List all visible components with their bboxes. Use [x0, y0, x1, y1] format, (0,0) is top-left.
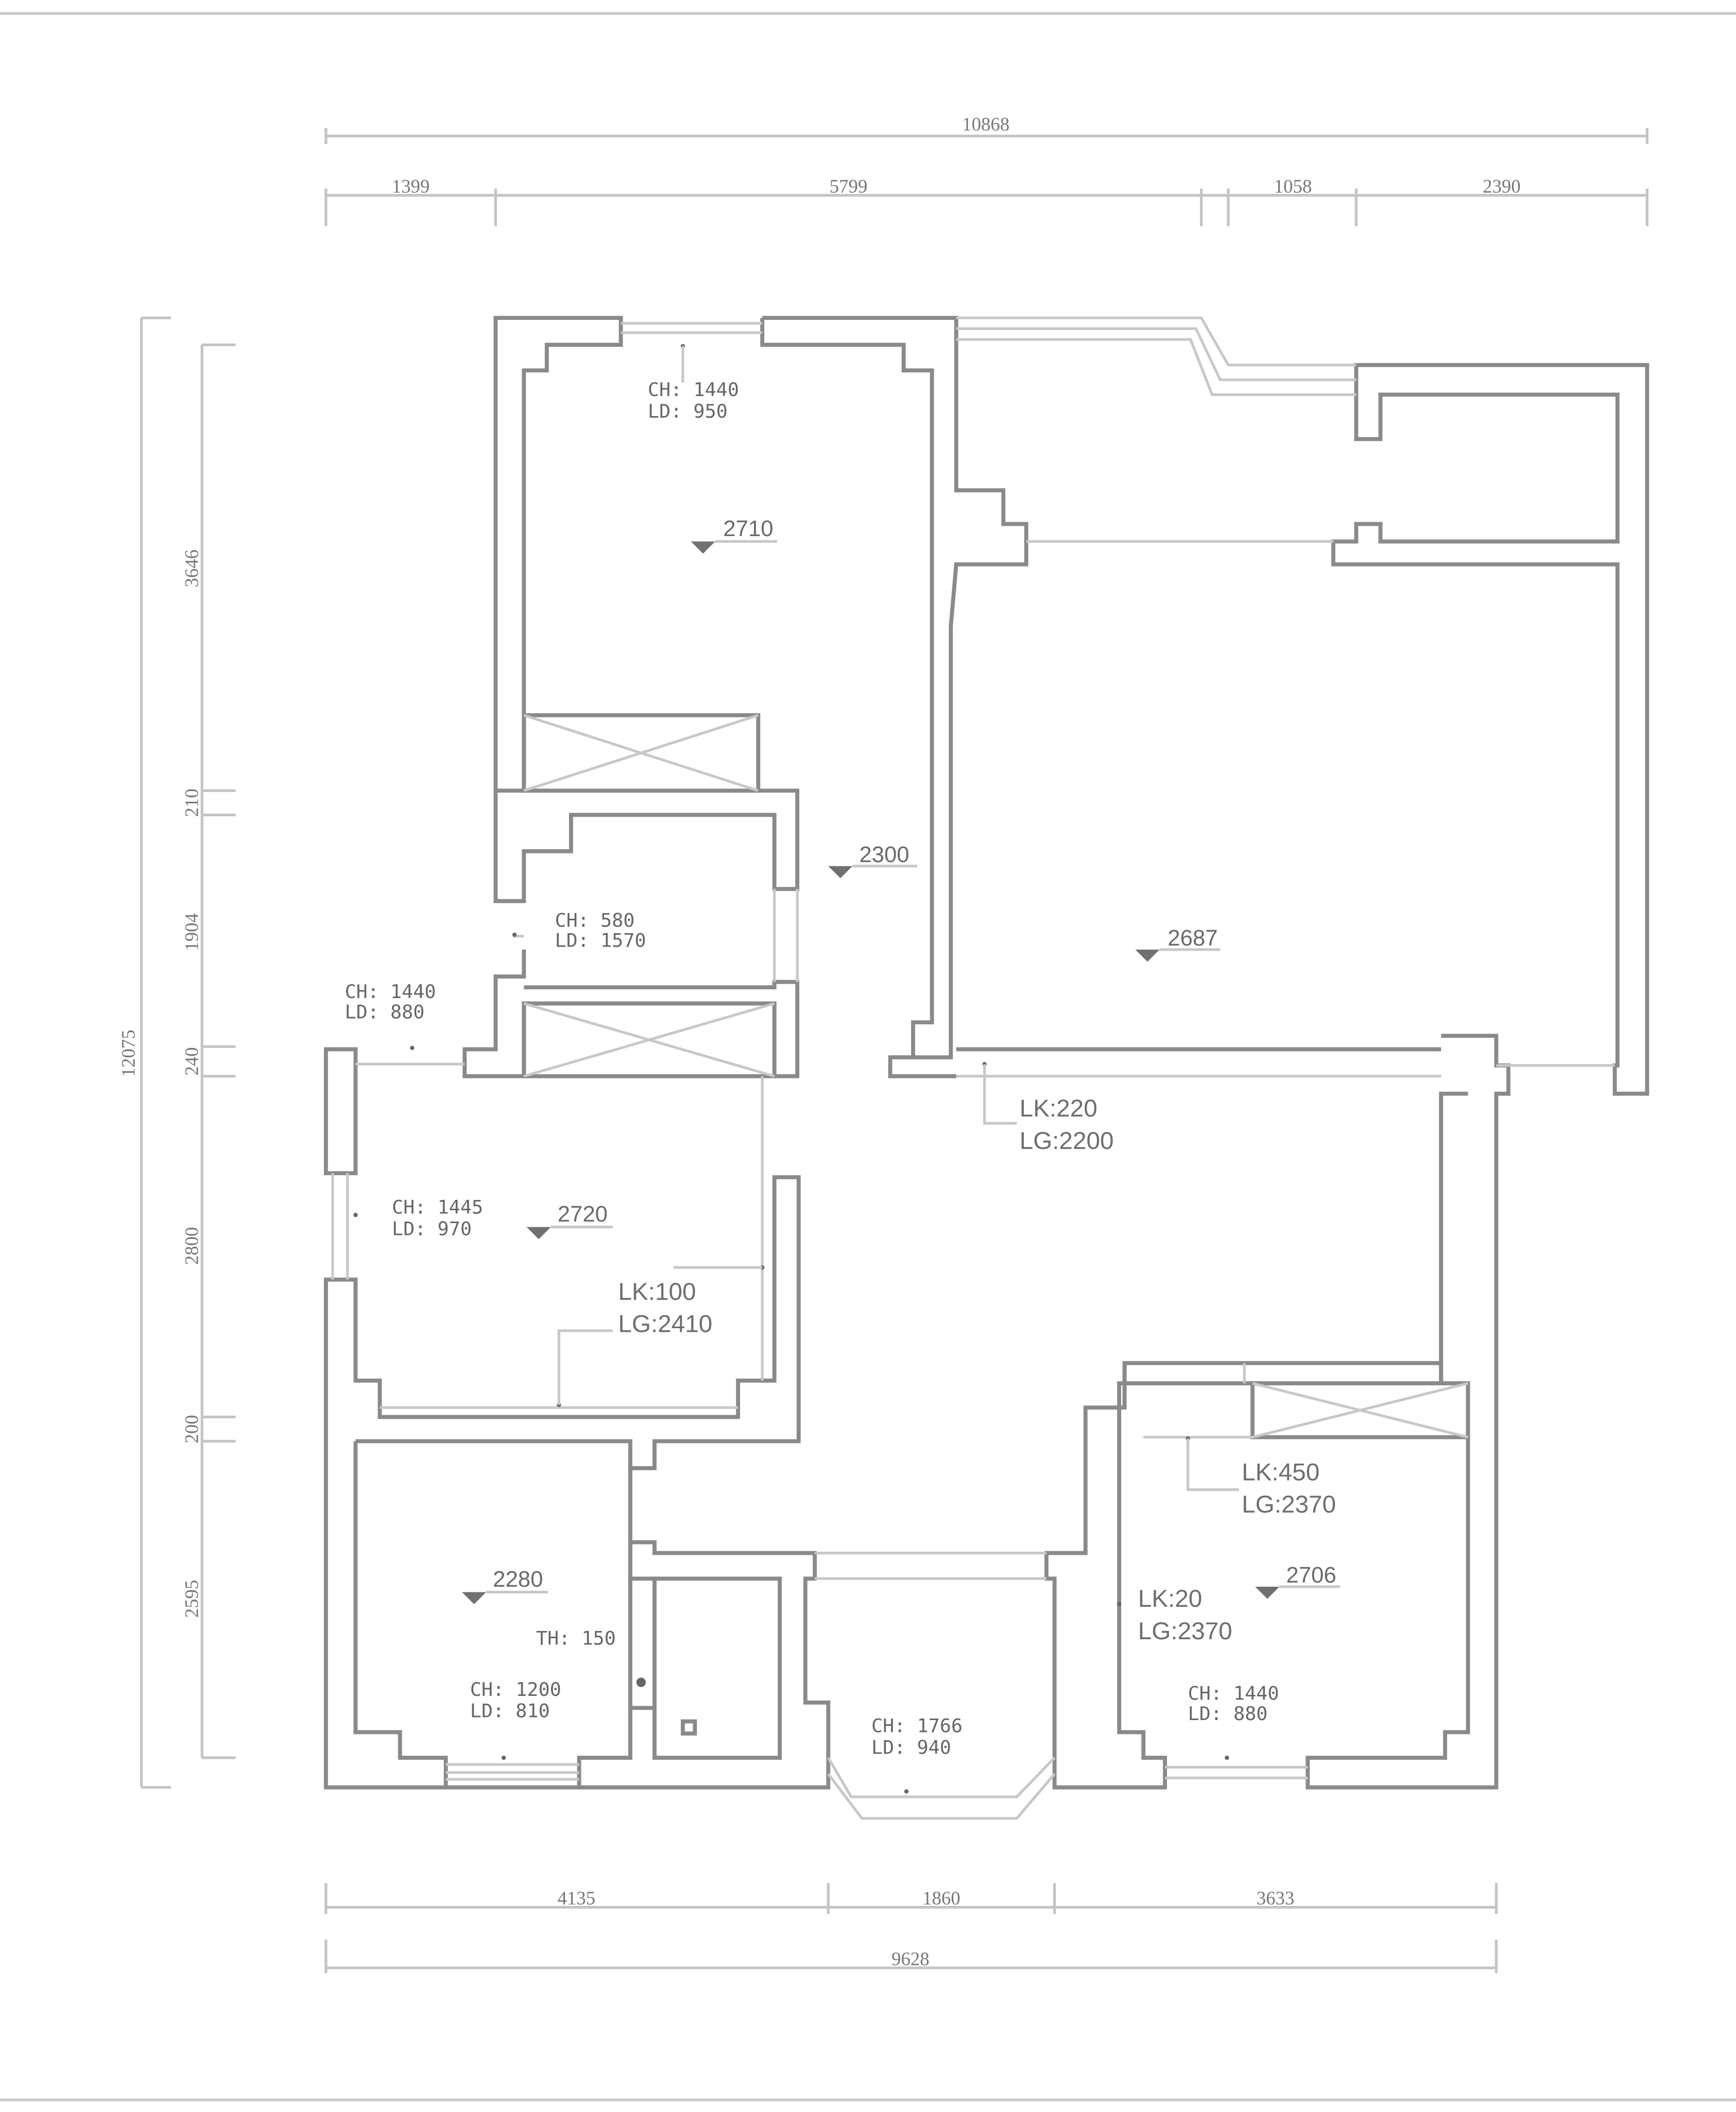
dim-left-3: 1904	[181, 913, 202, 951]
light-2-lg: LG:2410	[618, 1311, 712, 1338]
marker-2300	[828, 866, 853, 879]
walls	[323, 316, 1649, 1820]
height-bottom-left-room: 2280	[493, 1567, 543, 1592]
top-dimension-lines	[324, 128, 1649, 227]
light-4-lk: LK:20	[1138, 1585, 1202, 1612]
marker-2720	[526, 1227, 551, 1240]
dim-left-2: 210	[181, 788, 202, 817]
marker-2280	[462, 1592, 487, 1604]
window-small-ld: LD: 1570	[555, 930, 646, 952]
light-1-lg: LG:2200	[1020, 1127, 1114, 1155]
marker-2710	[691, 541, 715, 554]
dim-left-5: 2800	[181, 1227, 202, 1265]
bottom-dimension-lines	[324, 1883, 1498, 1973]
light-2-lk: LK:100	[618, 1278, 696, 1306]
window-small-ch: CH: 580	[555, 909, 634, 931]
dim-top-4: 2390	[1483, 176, 1521, 197]
window-top-ch: CH: 1440	[648, 379, 739, 401]
dim-top-total: 10868	[962, 114, 1009, 135]
height-living: 2687	[1167, 925, 1217, 951]
light-4-lg: LG:2370	[1138, 1618, 1232, 1645]
dim-top-3: 1058	[1274, 176, 1312, 197]
light-leaders	[557, 1062, 1239, 1607]
window-points	[353, 344, 1229, 1794]
ceiling-height-markers	[462, 540, 1340, 1604]
marker-2706	[1255, 1586, 1280, 1599]
window-bc-ch: CH: 1766	[871, 1714, 962, 1737]
dim-left-4: 240	[181, 1047, 202, 1075]
window-br-ld: LD: 880	[1188, 1703, 1268, 1725]
window-br-ch: CH: 1440	[1188, 1682, 1279, 1705]
marker-2687	[1135, 949, 1160, 962]
window-left-ch: CH: 1440	[345, 981, 436, 1003]
left-dimension-lines	[140, 316, 236, 1789]
dim-left-1: 3646	[181, 550, 202, 588]
height-bottom-right-room: 2706	[1286, 1562, 1336, 1588]
height-corridor: 2300	[860, 842, 909, 867]
height-top-bedroom: 2710	[723, 516, 773, 541]
window-top-ld: LD: 950	[648, 400, 728, 422]
dim-top-2: 5799	[830, 176, 868, 197]
dim-bottom-total: 9628	[891, 1948, 930, 1969]
window-bc-ld: LD: 940	[871, 1736, 951, 1758]
light-3-lk: LK:450	[1242, 1458, 1319, 1486]
window-mid-ch: CH: 1445	[392, 1196, 483, 1218]
light-3-lg: LG:2370	[1242, 1491, 1336, 1518]
th-label: TH: 150	[536, 1627, 616, 1649]
height-mid-bedroom: 2720	[558, 1201, 608, 1227]
dim-left-6: 200	[181, 1415, 202, 1443]
dim-top-1: 1399	[392, 176, 430, 197]
dim-bottom-1: 4135	[558, 1887, 596, 1909]
window-left-ld: LD: 880	[345, 1001, 424, 1023]
dim-left-total: 12075	[118, 1029, 139, 1077]
window-mid-ld: LD: 970	[392, 1217, 472, 1240]
dim-bottom-3: 3633	[1257, 1887, 1295, 1909]
dim-bottom-2: 1860	[922, 1887, 960, 1909]
dim-left-7: 2595	[181, 1580, 202, 1618]
window-bl-ld: LD: 810	[470, 1700, 550, 1722]
light-1-lk: LK:220	[1020, 1095, 1097, 1122]
window-bl-ch: CH: 1200	[470, 1678, 561, 1701]
